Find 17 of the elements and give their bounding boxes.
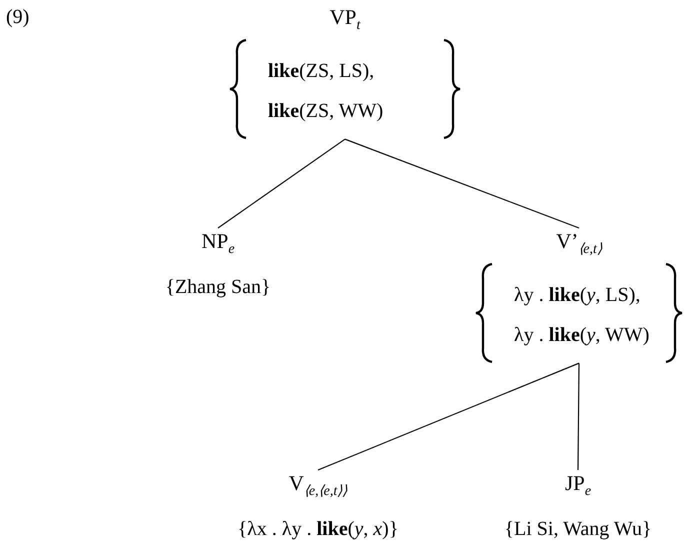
category-label: V’$_{⟨e,t⟩}$ [556, 228, 602, 260]
tree-branch [577, 363, 580, 470]
category-label: VP$_{t}$ [330, 4, 360, 36]
tree-branch [318, 362, 580, 470]
set-member: λy . like(y, WW) [514, 323, 650, 348]
tree-branch [218, 138, 346, 228]
denotation-set: {Li Si, Wang Wu} [504, 517, 652, 542]
denotation-set: {Zhang San} [165, 275, 271, 300]
category-label: V$_{⟨e,⟨e,t⟩⟩}$ [288, 470, 348, 502]
denotation-set: {λx . λy . like(y, x)} [238, 517, 398, 542]
example-number: (9) [6, 6, 30, 29]
set-member: λy . like(y, LS), [514, 283, 640, 308]
set-member: like(ZS, LS), [268, 59, 374, 84]
tree-branch [344, 138, 580, 229]
category-label: NP$_{e}$ [201, 228, 235, 260]
category-label: JP$_{e}$ [564, 470, 592, 502]
set-member: like(ZS, WW) [268, 99, 384, 124]
